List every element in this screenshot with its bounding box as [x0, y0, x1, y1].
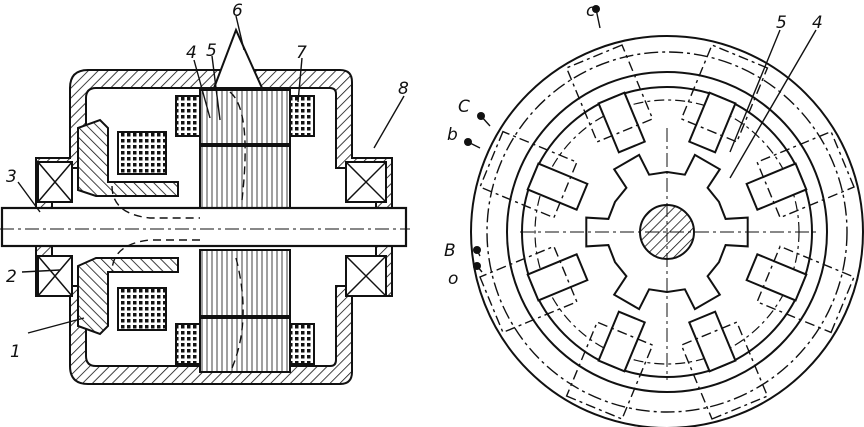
- stator-pole: [687, 91, 737, 154]
- winding-box: [479, 130, 578, 219]
- stator-coil-right-bottom: [289, 323, 315, 365]
- stator-yoke-outer: [506, 71, 828, 393]
- stator-pole: [597, 91, 647, 154]
- leader-5: [729, 29, 781, 153]
- end-view: c C b B o 5 4: [444, 1, 864, 427]
- label-8: 8: [398, 79, 409, 99]
- excitation-coil-top: [117, 131, 167, 175]
- label-6: 6: [232, 1, 243, 21]
- core-top: [77, 118, 179, 197]
- label-1: 1: [10, 342, 21, 362]
- label-3: 3: [6, 167, 17, 187]
- label-B: B: [444, 241, 456, 261]
- stator-pole: [745, 162, 808, 212]
- flux-path: [111, 91, 246, 369]
- winding-boxes: [479, 44, 855, 420]
- label-b: b: [447, 125, 458, 145]
- outer-circle: [470, 35, 864, 427]
- leader-4: [729, 29, 817, 179]
- stator-pole: [597, 310, 647, 373]
- right-bearing-top: [345, 161, 387, 203]
- leaders-left: [17, 15, 405, 334]
- core-bottom: [77, 257, 179, 336]
- terminal-cap: [212, 27, 264, 89]
- winding-box: [479, 245, 578, 334]
- winding-box: [565, 44, 654, 143]
- label-2: 2: [6, 267, 17, 287]
- excitation-coil-bottom: [117, 287, 167, 331]
- stator-pole: [526, 162, 589, 212]
- stator-pole: [687, 310, 737, 373]
- label-4-end: 4: [812, 13, 823, 33]
- label-o: o: [448, 269, 458, 289]
- housing: [35, 69, 393, 385]
- section-view: 1 2 3 4 5 6 7 8: [0, 1, 410, 385]
- label-7: 7: [296, 43, 307, 63]
- label-5: 5: [206, 41, 217, 61]
- rotor-pack-bottom: [199, 249, 291, 317]
- winding-box: [565, 321, 654, 420]
- dashed-ring-outer: [486, 51, 848, 413]
- label-c: c: [586, 1, 596, 21]
- stator-coil-right-top: [289, 95, 315, 137]
- winding-box: [680, 44, 769, 143]
- left-bearing-top: [37, 161, 73, 203]
- winding-box: [756, 130, 855, 219]
- stator-pack-top: [199, 89, 291, 145]
- winding-box: [680, 321, 769, 420]
- winding-box: [756, 245, 855, 334]
- stator-pole: [526, 252, 589, 302]
- right-bearing-bottom: [345, 255, 387, 297]
- stator-coil-left-bottom: [175, 323, 201, 365]
- terminal-leads: [467, 8, 601, 273]
- label-5-end: 5: [776, 13, 787, 33]
- label-C: C: [458, 97, 470, 117]
- shaft: [0, 206, 408, 248]
- stator-coil-left-top: [175, 95, 201, 137]
- label-4: 4: [186, 43, 197, 63]
- stator-pack-bottom: [199, 317, 291, 373]
- stator-pole: [745, 252, 808, 302]
- left-bearing-bottom: [37, 255, 73, 297]
